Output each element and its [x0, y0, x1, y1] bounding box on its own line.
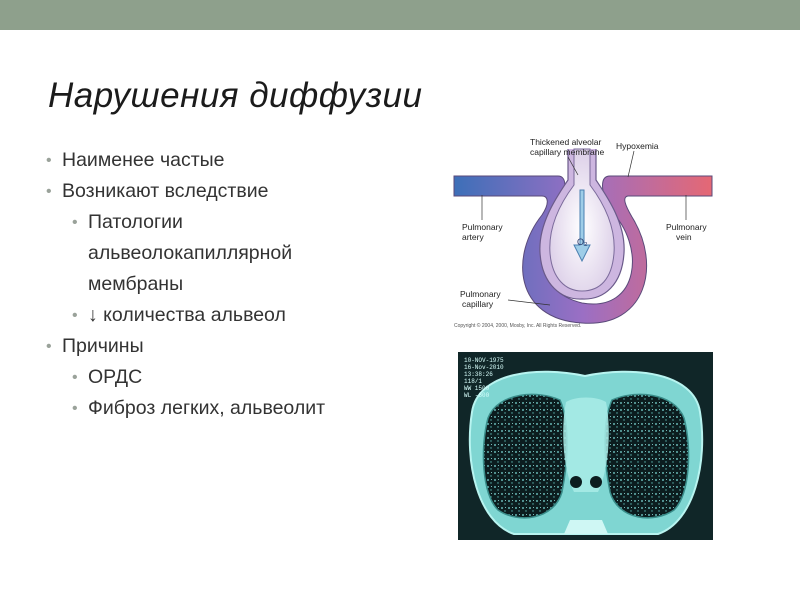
bullet-text: Наименее частые: [62, 149, 225, 171]
ct-overlay-text: 10-NOV-1975 16-Nov-2010 13:38:26 118/1 W…: [464, 357, 504, 399]
label-hypoxemia: Hypoxemia: [616, 141, 659, 151]
spine: [564, 520, 608, 534]
top-decorative-bar: [0, 0, 800, 30]
label-membrane-line1: Thickened alveolar: [530, 137, 602, 147]
bullet-dot-icon: •: [72, 307, 78, 324]
alveolus-diffusion-diagram: O₂ Thickened alveolar capillary membrane…: [453, 137, 713, 329]
label-artery-line2: artery: [462, 232, 484, 242]
bullet-dot-icon: •: [72, 214, 78, 231]
svg-text:WW 1500: WW 1500: [464, 385, 490, 392]
label-capillary-line2: capillary: [462, 299, 494, 309]
svg-text:WL -600: WL -600: [464, 392, 490, 399]
svg-text:118/1: 118/1: [464, 378, 482, 385]
bullet-text: Причины: [62, 335, 144, 357]
oxygen-label: O₂: [577, 237, 588, 247]
svg-text:10-NOV-1975: 10-NOV-1975: [464, 357, 504, 364]
bullet-text: ↓ количества альвеол: [88, 304, 286, 326]
label-vein-line2: vein: [676, 232, 692, 242]
sub-bullet-item: • Патологии альвеолокапиллярной мембраны: [44, 207, 404, 300]
copyright-text: Copyright © 2004, 2000, Mosby, Inc. All …: [454, 322, 581, 329]
bullet-item: • Причины: [44, 331, 404, 362]
bullet-item: • Наименее частые: [44, 145, 404, 176]
bullet-item: • Возникают вследствие: [44, 176, 404, 207]
ct-scan-image: 10-NOV-1975 16-Nov-2010 13:38:26 118/1 W…: [458, 352, 713, 540]
sub-bullet-item: • Фиброз легких, альвеолит: [44, 393, 404, 424]
bullet-dot-icon: •: [72, 369, 78, 386]
label-membrane-line2: capillary membrane: [530, 147, 604, 157]
bullet-dot-icon: •: [46, 152, 52, 169]
bullet-text: Возникают вследствие: [62, 180, 269, 202]
sub-bullet-item: • ↓ количества альвеол: [44, 300, 404, 331]
svg-text:16-Nov-2010: 16-Nov-2010: [464, 364, 504, 371]
bullet-dot-icon: •: [46, 183, 52, 200]
label-vein-line1: Pulmonary: [666, 222, 707, 232]
bullet-dot-icon: •: [72, 400, 78, 417]
bullet-text: ОРДС: [88, 366, 143, 388]
sub-bullet-item: • ОРДС: [44, 362, 404, 393]
bullet-dot-icon: •: [46, 338, 52, 355]
bullet-list: • Наименее частые • Возникают вследствие •…: [44, 145, 404, 424]
bullet-text: Патологии альвеолокапиллярной мембраны: [88, 211, 293, 295]
trachea-left: [570, 476, 582, 488]
label-artery-line1: Pulmonary: [462, 222, 503, 232]
trachea-right: [590, 476, 602, 488]
slide-title: Нарушения диффузии: [48, 76, 423, 115]
svg-text:13:38:26: 13:38:26: [464, 371, 493, 378]
left-lung: [604, 393, 690, 519]
oxygen-arrow-icon: [573, 189, 591, 263]
bullet-text: Фиброз легких, альвеолит: [88, 397, 326, 419]
mediastinum: [563, 397, 609, 492]
label-capillary-line1: Pulmonary: [460, 289, 501, 299]
right-lung: [482, 393, 568, 519]
